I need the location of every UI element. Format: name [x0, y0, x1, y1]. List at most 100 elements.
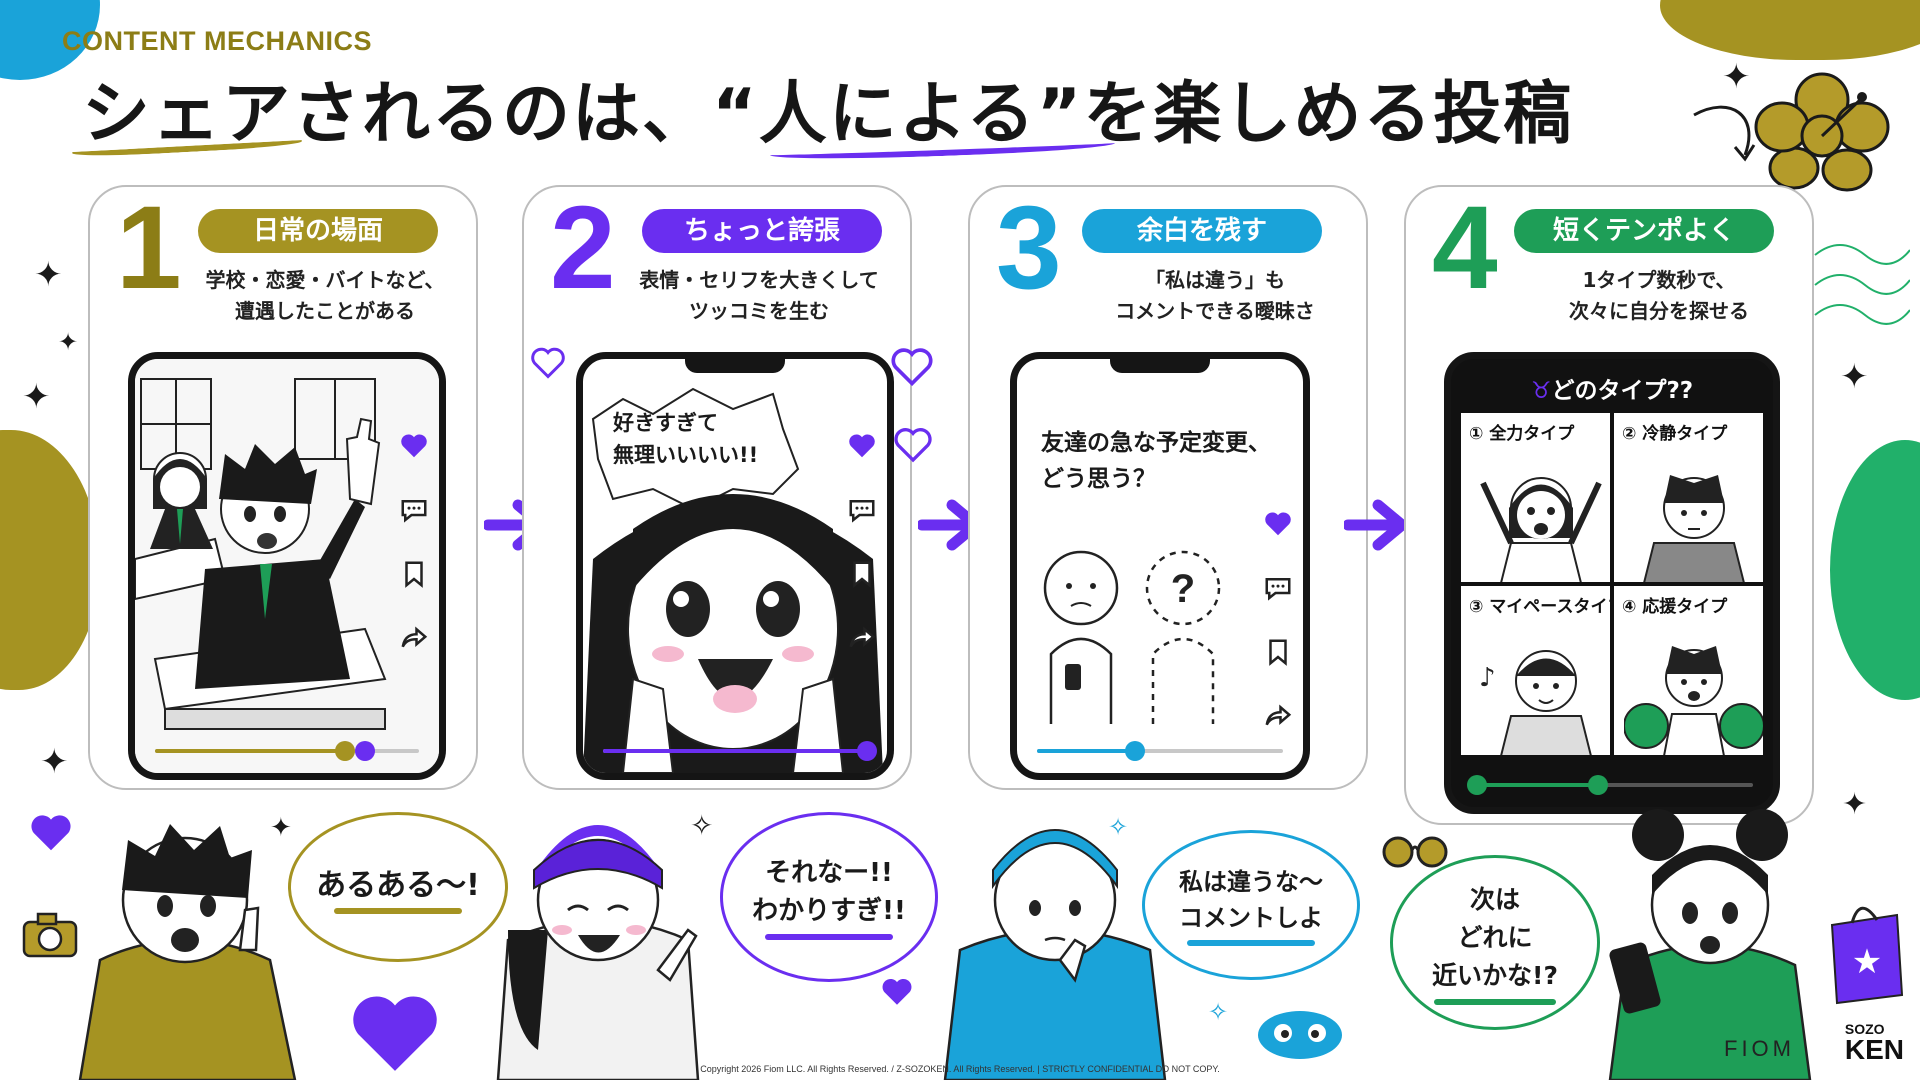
- comment-icon[interactable]: [1263, 573, 1293, 603]
- quiz-title: ♉どのタイプ??: [1530, 378, 1694, 404]
- camera-icon: [22, 912, 78, 958]
- curved-arrow-icon: [1693, 105, 1756, 162]
- progress-fill: [1471, 783, 1598, 787]
- taurus-icon: ♉: [1530, 378, 1552, 404]
- progress-fill: [603, 749, 867, 753]
- calm-boy-illustration: [1643, 475, 1745, 582]
- page-title: シェアされるのは、“人による”を楽しめる投稿: [82, 75, 1574, 154]
- bookmark-icon[interactable]: [399, 559, 429, 589]
- phone-notch: [685, 359, 785, 373]
- hibiscus-icon: [1754, 72, 1890, 192]
- sparkle-icon: ✦: [58, 328, 79, 356]
- side-decoration-green: [1830, 440, 1920, 700]
- heart-icon[interactable]: [1263, 509, 1293, 539]
- step-number: 2: [550, 182, 616, 314]
- video-progress-bar[interactable]: [603, 741, 877, 761]
- heart-icon[interactable]: [399, 431, 429, 461]
- girl-purple-beanie-illustration: [496, 825, 700, 1080]
- heart-outline-icon: [891, 348, 933, 387]
- type-grid: ① 全力タイプ ② 冷静タイプ: [1461, 413, 1763, 755]
- action-icons: [399, 431, 429, 653]
- thinking-figures-illustration: ?: [1043, 550, 1221, 724]
- type-option-1[interactable]: ① 全力タイプ: [1461, 413, 1610, 582]
- sparkle-icon: ✦: [40, 742, 69, 782]
- step-card-3: 3 余白を残す 「私は違う」もコメントできる曖昧さ 友達の急な予定変更、 どう思…: [968, 185, 1368, 790]
- progress-fill: [1037, 749, 1136, 753]
- heart-icon[interactable]: [847, 431, 877, 461]
- question-mark: ?: [1171, 567, 1195, 611]
- sparkle-icon: ✦: [1722, 57, 1751, 97]
- bookmark-icon[interactable]: [847, 559, 877, 589]
- fiom-logo: FIOM: [1724, 1036, 1795, 1061]
- share-icon[interactable]: [399, 623, 429, 653]
- shopping-bag-icon: ★: [1830, 906, 1904, 1005]
- heart-outline-icon: [894, 428, 932, 463]
- svg-text:★: ★: [1852, 942, 1882, 982]
- comment-icon[interactable]: [847, 495, 877, 525]
- phone-mockup: 好きすぎて 無理いいいい!!: [576, 352, 894, 780]
- sparkle-icon: ✧: [690, 809, 714, 842]
- heart-icon: [882, 978, 912, 1005]
- girl-green-hoodie-illustration: [1608, 809, 1812, 1080]
- phone-mockup: 友達の急な予定変更、 どう思う？ ?: [1010, 352, 1310, 780]
- sparkle-icon: ✦: [22, 377, 51, 417]
- action-icons: [847, 431, 877, 653]
- progress-knob[interactable]: [1587, 775, 1608, 795]
- blob-creature-icon: [1258, 1011, 1342, 1059]
- boy-olive-hoodie-illustration: [78, 824, 297, 1080]
- share-icon[interactable]: [1263, 701, 1293, 731]
- step-pill: 日常の場面: [198, 209, 438, 253]
- comment-icon[interactable]: [399, 495, 429, 525]
- type-option-2[interactable]: ② 冷静タイプ: [1614, 413, 1763, 582]
- boy-student-raising-hand: [195, 417, 381, 689]
- sparkle-icon: ✦: [1840, 357, 1869, 397]
- progress-knob[interactable]: [857, 741, 877, 761]
- sozoken-logo: SOZO KEN: [1844, 1021, 1904, 1065]
- type-option-3[interactable]: ③ マイペースタイプ ♪: [1461, 586, 1610, 755]
- type-option-4[interactable]: ④ 応援タイプ: [1614, 586, 1763, 755]
- sunglasses-icon: [1382, 836, 1448, 868]
- phone-mockup: ♉どのタイプ?? ① 全力タイプ ② 冷静タイプ: [1444, 352, 1780, 814]
- reaction-bubble-1: あるある〜!: [288, 812, 508, 962]
- mypace-girl-illustration: ♪: [1479, 650, 1592, 755]
- video-progress-bar[interactable]: [1037, 741, 1283, 761]
- eyebrow-label: CONTENT MECHANICS: [62, 26, 372, 56]
- cheering-boy-illustration: [1624, 646, 1763, 755]
- video-progress-bar[interactable]: [1467, 775, 1753, 795]
- share-icon[interactable]: [847, 623, 877, 653]
- bubble-underline: [333, 908, 463, 914]
- progress-knob-olive[interactable]: [335, 741, 356, 761]
- bubble-underline: [765, 934, 893, 940]
- phone-notch: [1110, 359, 1210, 373]
- action-icons: [1263, 509, 1293, 731]
- svg-text:♪: ♪: [1479, 663, 1496, 693]
- step-pill: 短くテンポよく: [1514, 209, 1774, 253]
- manga-speech-bubble: 好きすぎて 無理いいいい!!: [613, 411, 759, 467]
- progress-knob-purple[interactable]: [355, 741, 376, 761]
- bookmark-icon[interactable]: [1263, 637, 1293, 667]
- step-description: 1タイプ数秒で、次々に自分を探せる: [1569, 268, 1749, 323]
- excited-girl-illustration: [583, 387, 883, 773]
- poll-question: 友達の急な予定変更、 どう思う？: [1041, 430, 1271, 492]
- bubble-underline: [1433, 998, 1557, 1005]
- progress-knob-start[interactable]: [1467, 775, 1487, 795]
- squiggle-decoration: [1814, 244, 1910, 325]
- step-description: 表情・セリフを大きくしてツッコミを生む: [639, 268, 879, 323]
- arrow-right-icon: [1344, 499, 1408, 551]
- progress-knob[interactable]: [1125, 741, 1146, 761]
- copyright-notice: Copyright 2026 Fiom LLC. All Rights Rese…: [700, 1064, 1220, 1074]
- step-description: 「私は違う」もコメントできる曖昧さ: [1115, 268, 1315, 323]
- reaction-bubble-2: それなー!! わかりすぎ!!: [720, 812, 938, 982]
- step-card-4: 4 短くテンポよく 1タイプ数秒で、次々に自分を探せる ♉どのタイプ?? ① 全…: [1404, 185, 1814, 825]
- step-number: 3: [996, 182, 1062, 314]
- step-number: 1: [116, 182, 182, 314]
- boy-blue-beanie-illustration: [943, 829, 1167, 1080]
- sparkle-icon: ✦: [270, 813, 292, 843]
- video-progress-bar[interactable]: [155, 741, 419, 761]
- sparkle-icon: ✦: [1842, 787, 1868, 822]
- heart-icon: [31, 815, 71, 851]
- step-card-2: 2 ちょっと誇張 表情・セリフを大きくしてツッコミを生む 好きすぎて 無理いいい…: [522, 185, 912, 790]
- sparkle-icon: ✦: [34, 255, 63, 295]
- progress-fill: [155, 749, 346, 753]
- big-heart-icon: [353, 996, 437, 1071]
